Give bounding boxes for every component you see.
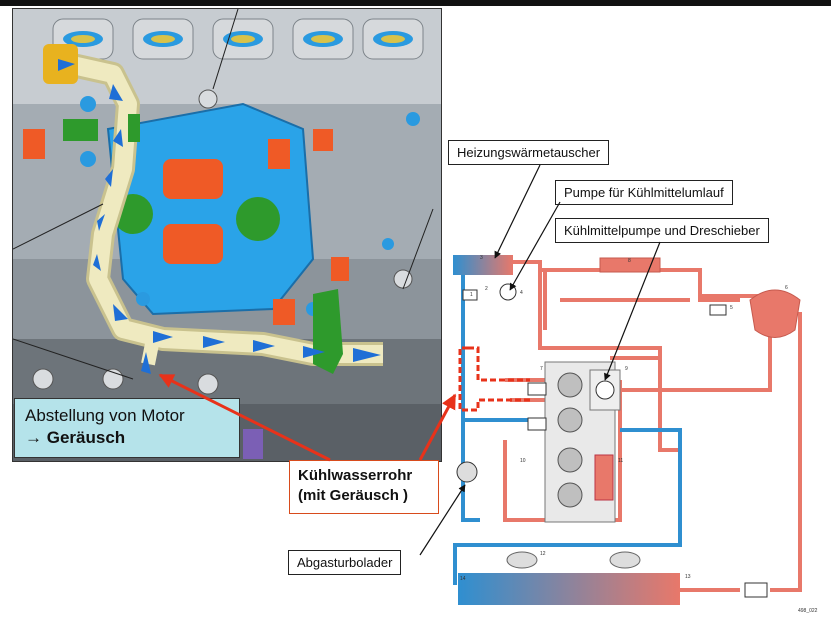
coolant-pipe-label: Kühlwasserrohr	[298, 467, 413, 484]
noise-text: Geräusch	[46, 428, 126, 447]
coolant-pipe-noise-label: (mit Geräusch )	[298, 487, 409, 504]
diagram-code: 498_022	[798, 608, 818, 614]
engine-stop-label: Abstellung von Motor	[25, 406, 185, 425]
cooling-circuit-diagram: 1 2 3 4 5 6 7 8 9 10 11 12 13 14 498_022	[453, 255, 818, 614]
diagram-number-5: 5	[730, 305, 733, 311]
diagram-number-1: 1	[470, 292, 473, 298]
diagram-number-2: 2	[485, 286, 488, 292]
diagram-number-10: 10	[520, 458, 526, 464]
coolant-pump-label: Kühlmittelpumpe und Dreschieber	[555, 218, 769, 243]
coolant-pipe-callout: Kühlwasserrohr (mit Geräusch )	[289, 460, 439, 514]
circulation-pump-label: Pumpe für Kühlmittelumlauf	[555, 180, 733, 205]
engine-photo	[12, 8, 442, 462]
diagram-number-12: 12	[540, 551, 546, 557]
diagram-number-11: 11	[618, 458, 623, 464]
diagram-number-6: 6	[785, 285, 788, 291]
diagram-number-7: 7	[540, 366, 543, 372]
diagram-number-8: 8	[628, 258, 631, 264]
arrow-glyph: →	[25, 428, 42, 447]
turbocharger-label: Abgasturbolader	[288, 550, 402, 575]
heater-core-label: Heizungswärmetauscher	[448, 140, 610, 165]
top-bar	[0, 0, 831, 6]
engine-stop-callout: Abstellung von Motor → Geräusch	[14, 398, 240, 458]
diagram-number-13: 13	[685, 574, 691, 580]
diagram-number-14: 14	[460, 576, 466, 582]
diagram-number-4: 4	[520, 290, 523, 296]
diagram-number-9: 9	[625, 366, 628, 372]
noise-label: → Geräusch	[25, 427, 229, 449]
diagram-number-3: 3	[480, 255, 483, 261]
